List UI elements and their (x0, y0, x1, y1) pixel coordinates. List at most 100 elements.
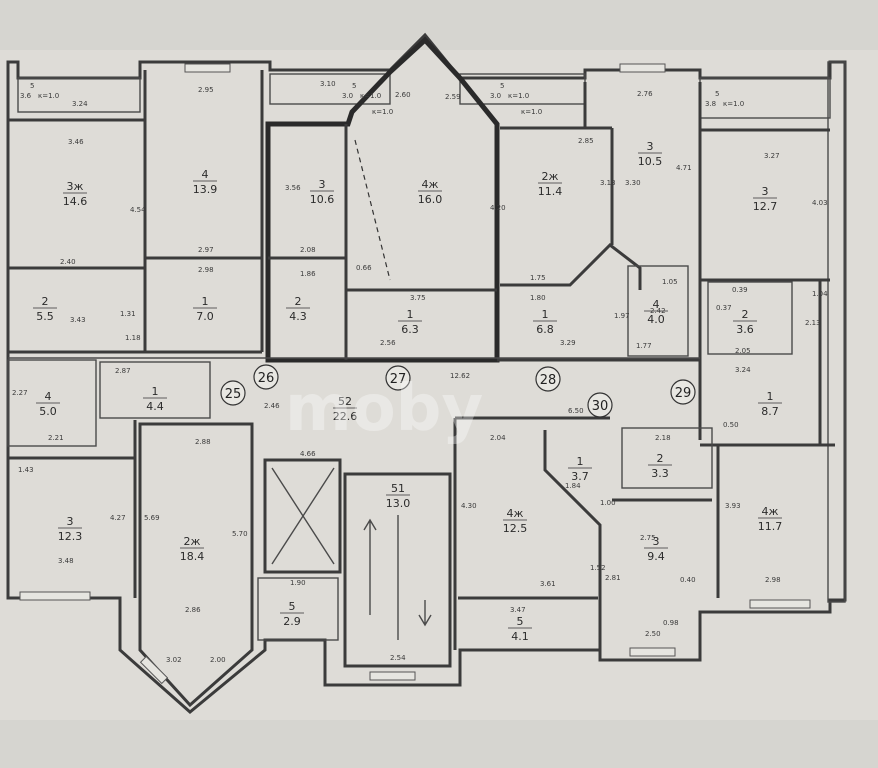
room-area: 11.7 (758, 520, 783, 533)
room-label: 44.0 (644, 298, 668, 326)
room-area: 14.6 (63, 195, 88, 208)
room-label: 52.9 (280, 600, 304, 628)
room-area: 18.4 (180, 550, 205, 563)
room-label: 2ж 18.4 (180, 535, 205, 563)
room-type: 1 (542, 308, 549, 321)
dimension-label: 2.50 (645, 630, 661, 638)
dimension-label: 3.24 (72, 100, 88, 108)
room-label: 25.5 (33, 295, 57, 323)
room-type: 2 (42, 295, 49, 308)
wall (257, 577, 339, 641)
dimension-label: 2.81 (605, 574, 621, 582)
room-type: 4ж (507, 507, 524, 520)
room-label: 17.0 (193, 295, 217, 323)
apartment-number: 27 (390, 372, 407, 387)
dimension-label: 1.05 (662, 278, 678, 286)
room-type: 2ж (184, 535, 201, 548)
room-area: 10.6 (310, 193, 335, 206)
dimension-label: 1.90 (290, 579, 306, 587)
room-type: 2ж (542, 170, 559, 183)
room-area: 10.5 (638, 155, 663, 168)
wall (621, 427, 713, 489)
room-area: 9.4 (647, 550, 665, 563)
dimension-label: 3.29 (560, 339, 576, 347)
room-area: 22.6 (333, 410, 358, 423)
room-type: 4 (45, 390, 52, 403)
room-type: 2 (657, 452, 664, 465)
dimension-label: 2.76 (637, 90, 653, 98)
dimension-label: 1.84 (565, 482, 581, 490)
room-label: 14.4 (143, 385, 167, 413)
dimension-label: 2.59 (445, 93, 461, 101)
elevator-shaft (263, 458, 342, 574)
stair-arrow-down (418, 600, 432, 627)
apartment-marker-circle (220, 380, 246, 406)
dimension-label: 4.66 (300, 450, 316, 458)
dimension-label: 3.30 (625, 179, 641, 187)
room-type: 1 (407, 308, 414, 321)
balcony-right (827, 61, 846, 603)
apartment-marker-circle (253, 364, 279, 390)
room-type: 1 (767, 390, 774, 403)
apartment-marker-circle (670, 379, 696, 405)
stair-arrow-up (363, 518, 377, 615)
dimension-label: 1.52 (590, 564, 606, 572)
apartment-number: 26 (258, 371, 275, 386)
dimension-label: 0.66 (356, 264, 372, 272)
watermark: moby (285, 372, 483, 446)
dimension-label: 2.18 (655, 434, 671, 442)
window (619, 63, 666, 73)
apartment-marker-circle (587, 392, 613, 418)
room-area: 13.0 (386, 497, 411, 510)
balcony-coef: к=1.0 (372, 108, 393, 116)
apartment-number: 30 (592, 399, 609, 414)
room-label: 310.5 (638, 140, 663, 168)
dimension-label: 3.27 (764, 152, 780, 160)
room-area: 8.7 (761, 405, 779, 418)
dimension-label: 3.02 (166, 656, 182, 664)
balcony-top-1 (17, 77, 141, 113)
balcony-label: к=1.0 (521, 108, 542, 116)
dimension-label: 2.54 (390, 654, 406, 662)
room-type: 4 (653, 298, 660, 311)
window (629, 647, 676, 657)
dimension-label: 2.27 (12, 389, 28, 397)
room-label: 24.3 (286, 295, 310, 323)
dashed-line (354, 139, 391, 281)
highlighted-apartment-outline (265, 36, 500, 363)
dimension-label: 0.39 (732, 286, 748, 294)
room-type: 3 (319, 178, 326, 191)
dimension-label: 2.04 (490, 434, 506, 442)
room-label: 413.9 (193, 168, 218, 196)
room-type: 3 (653, 535, 660, 548)
apartment-marker: 26 (253, 364, 279, 390)
apartment-marker: 28 (535, 366, 561, 392)
dimension-label: 2.86 (185, 606, 201, 614)
dimension-label: 0.60 (0, 0, 16, 2)
dimension-label: 3.93 (725, 502, 741, 510)
dimension-label: 1.04 (812, 290, 828, 298)
balcony-type: 5 (30, 82, 34, 90)
dimension-label: 0.98 (663, 619, 679, 627)
room-label: 54.1 (508, 615, 532, 643)
dimension-label: 4.20 (490, 204, 506, 212)
wall (627, 265, 689, 357)
room-area: 3.3 (651, 467, 669, 480)
dimension-label: 2.56 (380, 339, 396, 347)
dimension-label: 1.75 (530, 274, 546, 282)
dimension-label: 2.13 (805, 319, 821, 327)
room-area: 12.3 (58, 530, 83, 543)
apartment-marker: 25 (220, 380, 246, 406)
dimension-label: 2.98 (198, 266, 214, 274)
dimension-label: 2.40 (60, 258, 76, 266)
room-area: 5.5 (36, 310, 54, 323)
